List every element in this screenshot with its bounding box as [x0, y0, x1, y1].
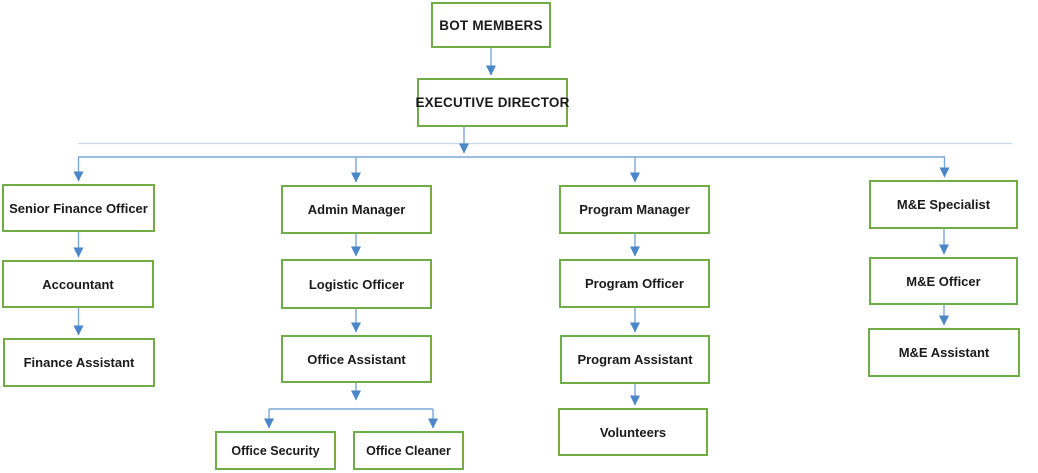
node-office-assistant: Office Assistant	[281, 335, 432, 383]
node-office-security: Office Security	[215, 431, 336, 470]
node-senior-finance-officer: Senior Finance Officer	[2, 184, 155, 232]
node-finance-assistant-label: Finance Assistant	[23, 355, 135, 370]
node-office-cleaner-label: Office Cleaner	[366, 443, 451, 458]
node-logistic-officer: Logistic Officer	[281, 259, 432, 309]
node-bot-members: BOT MEMBERS	[431, 2, 551, 48]
node-me-officer-label: M&E Officer	[906, 273, 981, 289]
node-office-assistant-label: Office Assistant	[307, 351, 406, 367]
node-finance-assistant: Finance Assistant	[3, 338, 155, 387]
node-me-assistant-label: M&E Assistant	[898, 345, 990, 360]
node-admin-manager-label: Admin Manager	[307, 202, 406, 217]
node-me-officer: M&E Officer	[869, 257, 1018, 305]
node-me-specialist: M&E Specialist	[869, 180, 1018, 229]
node-volunteers-label: Volunteers	[599, 424, 667, 440]
node-senior-finance-officer-label: Senior Finance Officer	[9, 200, 148, 216]
node-me-assistant: M&E Assistant	[868, 328, 1020, 377]
node-me-specialist-label: M&E Specialist	[896, 197, 991, 212]
node-program-manager: Program Manager	[559, 185, 710, 234]
node-volunteers: Volunteers	[558, 408, 708, 456]
node-program-assistant-label: Program Assistant	[577, 352, 693, 367]
node-program-officer: Program Officer	[559, 259, 710, 308]
node-logistic-officer-label: Logistic Officer	[308, 276, 405, 292]
node-executive-director-label: EXECUTIVE DIRECTOR	[415, 95, 570, 110]
node-program-assistant: Program Assistant	[560, 335, 710, 384]
node-program-manager-label: Program Manager	[579, 202, 690, 217]
node-bot-members-label: BOT MEMBERS	[439, 17, 543, 33]
node-office-security-label: Office Security	[231, 443, 320, 458]
node-executive-director: EXECUTIVE DIRECTOR	[415, 78, 570, 127]
node-admin-manager: Admin Manager	[281, 185, 432, 234]
node-office-cleaner: Office Cleaner	[353, 431, 464, 470]
node-accountant: Accountant	[2, 260, 154, 308]
node-accountant-label: Accountant	[42, 276, 114, 292]
node-program-officer-label: Program Officer	[585, 276, 684, 291]
